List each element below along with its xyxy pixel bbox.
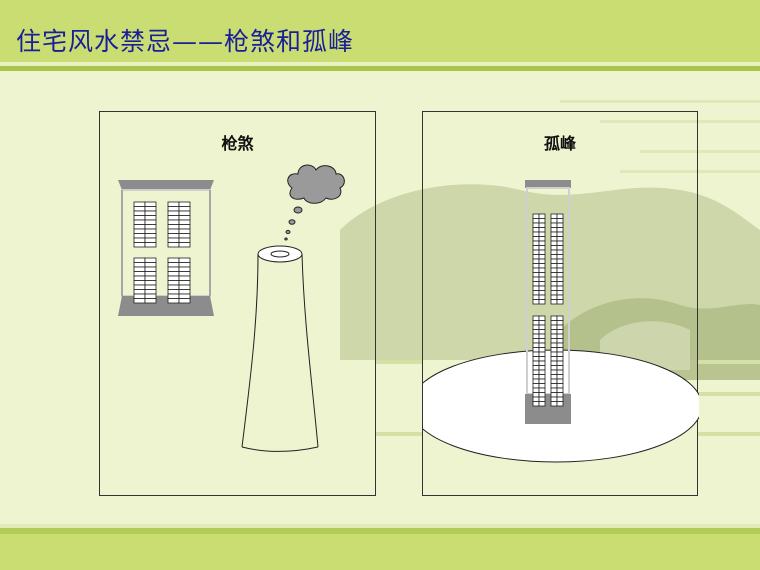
- qiangsha-illustration: [118, 164, 345, 453]
- panel-gufeng: 孤峰: [422, 111, 699, 496]
- building-windows: [133, 201, 191, 304]
- tower-building-icon: [525, 180, 571, 424]
- slide-title: 住宅风水禁忌——枪煞和孤峰: [16, 27, 355, 56]
- panel-label-qiangsha: 枪煞: [221, 134, 254, 153]
- panel-label-gufeng: 孤峰: [543, 134, 576, 153]
- smoke-cloud-icon: [284, 164, 345, 241]
- tower-windows: [532, 213, 564, 407]
- residential-building-icon: [118, 180, 214, 316]
- panel-qiangsha: 枪煞: [99, 111, 376, 496]
- chimney-icon: [241, 245, 319, 453]
- gufeng-illustration: [423, 180, 699, 463]
